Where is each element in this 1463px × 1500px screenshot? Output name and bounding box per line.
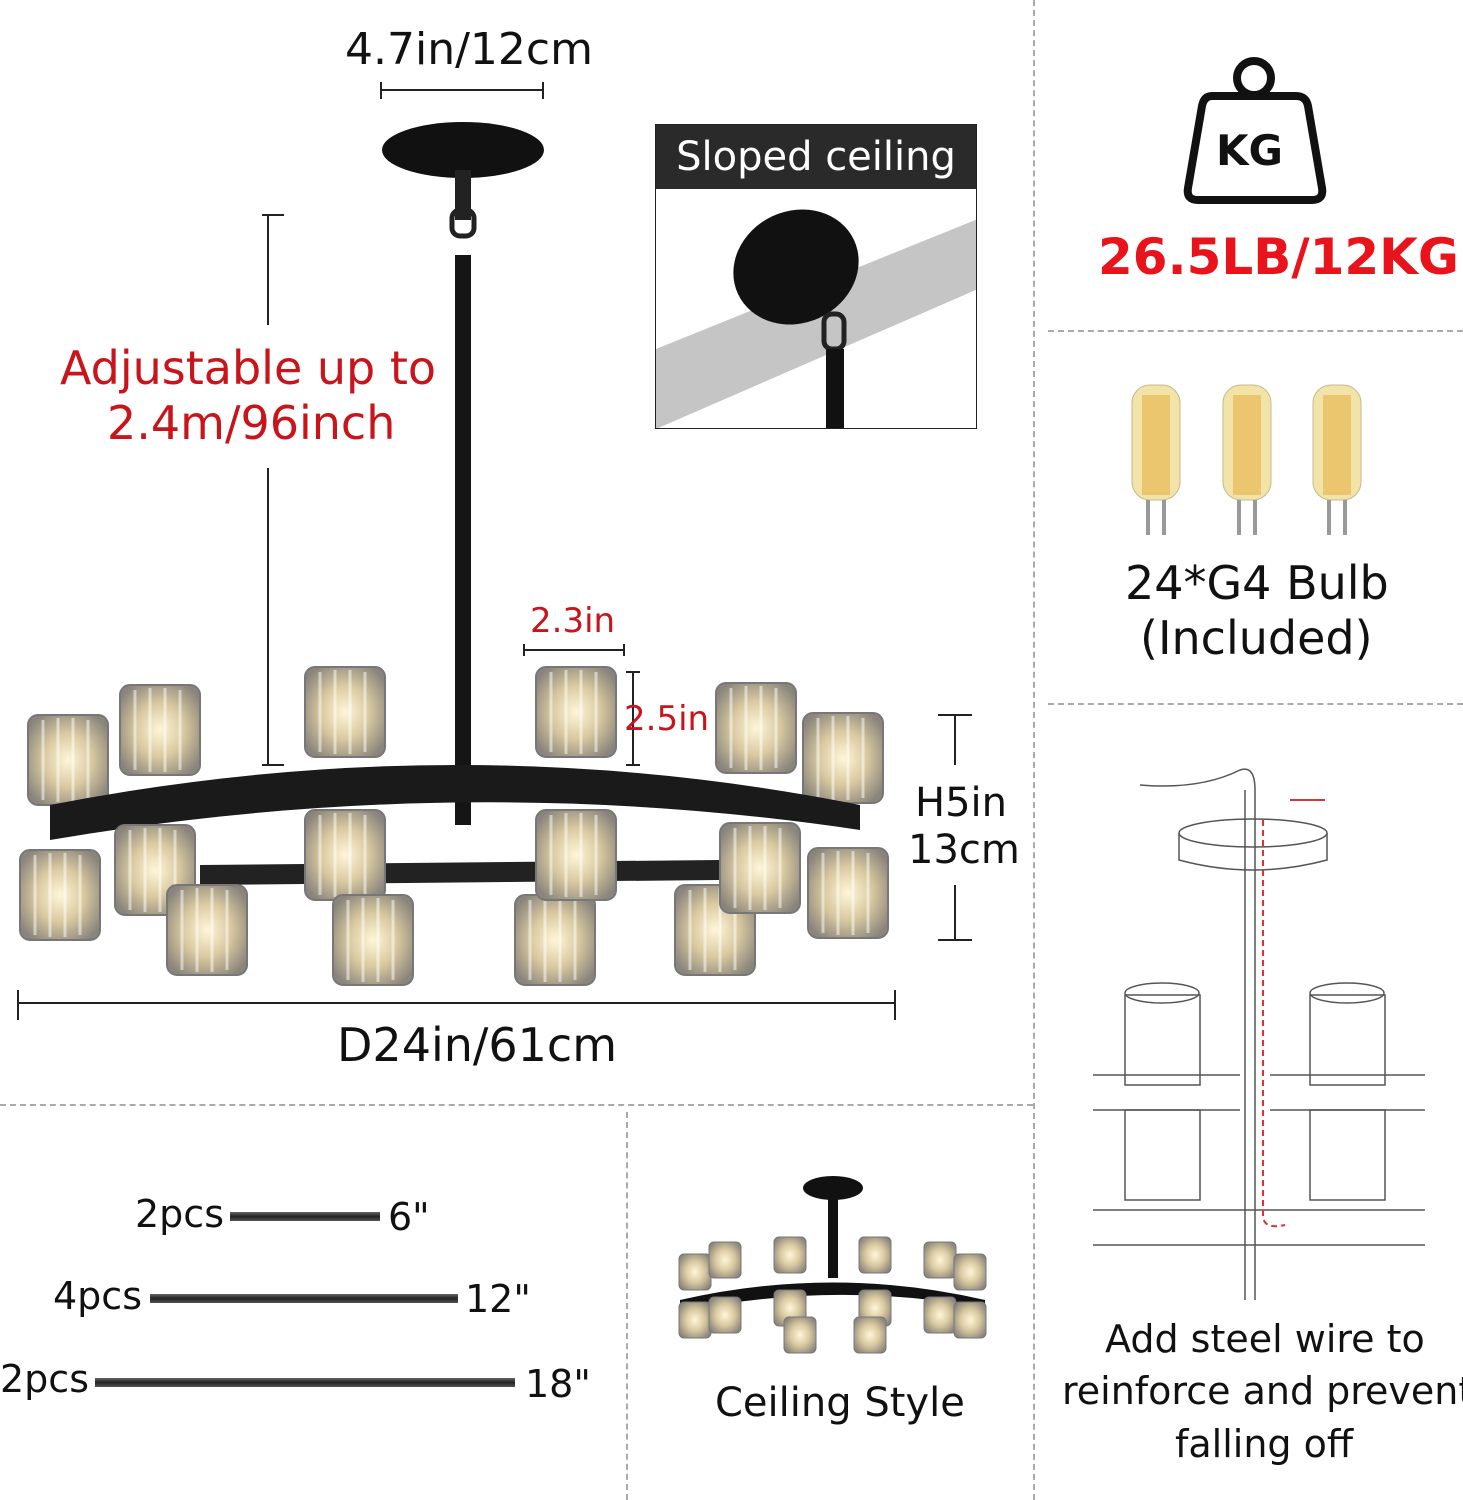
rod-18in-bar: [95, 1378, 515, 1387]
bulb-included-label: (Included): [1140, 611, 1373, 665]
canopy-width-label: 4.7in/12cm: [345, 24, 593, 75]
rod-length-6in: 6": [388, 1195, 430, 1239]
canopy-width-line: [380, 82, 544, 99]
sloped-ceiling-label: Sloped ceiling: [676, 134, 956, 180]
divider-bottom: [0, 1104, 1033, 1106]
steel-wire-line2: reinforce and prevent: [1062, 1369, 1463, 1413]
sloped-ceiling-panel: Sloped ceiling: [655, 124, 977, 429]
chandelier-image: [17, 122, 972, 1020]
rod-qty-12in: 4pcs: [53, 1274, 142, 1318]
height-label-cm: 13cm: [908, 827, 1020, 873]
rod-length-12in: 12": [465, 1277, 531, 1321]
rod-qty-18in: 2pcs: [0, 1357, 89, 1401]
rod-6in-bar: [230, 1212, 380, 1221]
rod-length-18in: 18": [525, 1362, 591, 1406]
divider-vertical-bottom: [626, 1112, 628, 1500]
bulb-count-label: 24*G4 Bulb: [1125, 556, 1389, 610]
ceiling-style-label: Ceiling Style: [715, 1380, 965, 1426]
shade-width-label: 2.3in: [530, 601, 616, 641]
adjustable-length-line1: Adjustable up to: [60, 341, 437, 395]
ceiling-style-chandelier-image: [678, 1176, 987, 1354]
shade-height-label: 2.5in: [624, 699, 710, 739]
diameter-label: D24in/61cm: [337, 1018, 618, 1072]
divider-bulb-wire: [1048, 703, 1463, 705]
weight-value: 26.5LB/12KG: [1098, 228, 1459, 286]
divider-weight-bulb: [1048, 330, 1463, 332]
sloped-canopy-illustration: [656, 209, 976, 428]
steel-wire-line3: falling off: [1175, 1422, 1354, 1466]
weight-kg-icon: [1183, 57, 1327, 204]
rod-qty-6in: 2pcs: [135, 1192, 224, 1236]
sloped-ceiling-header: Sloped ceiling: [656, 125, 976, 189]
weight-icon-label: KG: [1216, 126, 1284, 175]
rod-12in-bar: [150, 1294, 458, 1303]
steel-wire-line1: Add steel wire to: [1105, 1317, 1425, 1361]
adjustable-length-line2: 2.4m/96inch: [107, 396, 396, 450]
height-label-in: H5in: [915, 780, 1007, 826]
divider-vertical-right: [1033, 0, 1035, 1500]
steel-wire-diagram: [1093, 768, 1425, 1300]
